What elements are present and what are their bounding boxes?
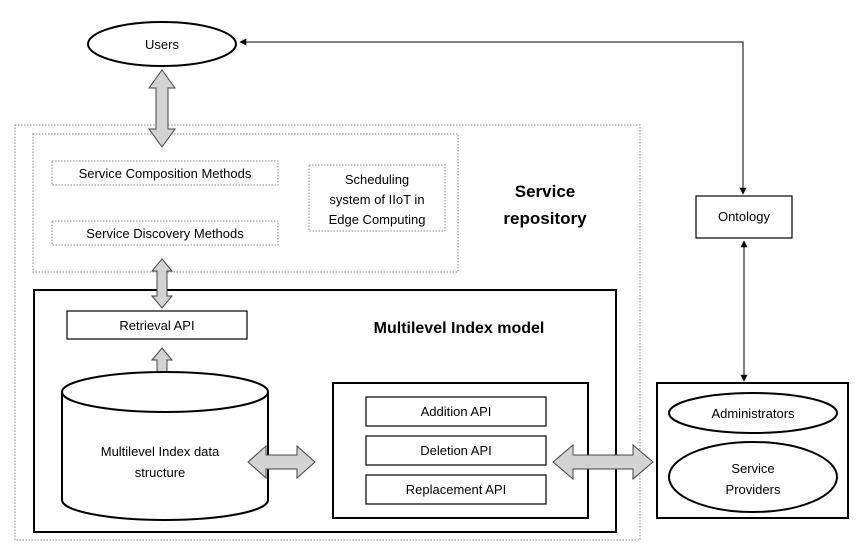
- scheduling-box: [308, 164, 446, 232]
- retrieval-api-box: [66, 310, 248, 340]
- replacement-api-box: [365, 474, 547, 505]
- scheduling-line1: Scheduling: [345, 172, 409, 187]
- service-providers-line1: Service: [731, 461, 774, 476]
- users-methods-arrow: [148, 69, 176, 148]
- administrators-label: Administrators: [711, 406, 795, 421]
- datastructure-apis-arrow: [247, 444, 316, 480]
- service-providers-line2: Providers: [726, 482, 781, 497]
- scheduling-line3: Edge Computing: [329, 212, 426, 227]
- deletion-api-box: [365, 435, 547, 466]
- apis-providers-arrow: [552, 443, 654, 481]
- data-structure-line2: structure: [135, 465, 186, 480]
- users-ontology-connector: [239, 38, 747, 195]
- addition-api-label: Addition API: [421, 404, 492, 419]
- scheduling-line2: system of IIoT in: [329, 192, 424, 207]
- service-composition-box: [51, 160, 279, 186]
- service-repository-title-line1: Service: [515, 182, 576, 201]
- service-providers-node: [668, 441, 838, 513]
- methods-box: [32, 133, 459, 273]
- multilevel-index-model-box: [33, 289, 617, 533]
- methods-retrieval-arrow: [150, 258, 174, 309]
- service-repository-box: [14, 124, 641, 541]
- ontology-label: Ontology: [718, 209, 771, 224]
- administrators-node: [668, 392, 838, 434]
- data-structure-line1: Multilevel Index data: [101, 444, 220, 459]
- addition-api-box: [365, 396, 547, 427]
- providers-box: [656, 382, 849, 519]
- multilevel-index-model-title: Multilevel Index model: [374, 320, 545, 337]
- service-repository-title-line2: repository: [503, 209, 587, 228]
- users-label: Users: [145, 37, 179, 52]
- replacement-api-label: Replacement API: [406, 482, 506, 497]
- deletion-api-label: Deletion API: [420, 443, 492, 458]
- data-structure-cylinder-top: [61, 371, 269, 413]
- service-discovery-label: Service Discovery Methods: [86, 226, 244, 241]
- apis-box: [332, 382, 589, 519]
- service-composition-label: Service Composition Methods: [79, 166, 252, 181]
- data-structure-cylinder: [61, 392, 269, 521]
- users-node: [87, 21, 237, 67]
- service-discovery-box: [51, 220, 279, 246]
- ontology-node: [695, 195, 793, 239]
- retrieval-api-label: Retrieval API: [119, 318, 194, 333]
